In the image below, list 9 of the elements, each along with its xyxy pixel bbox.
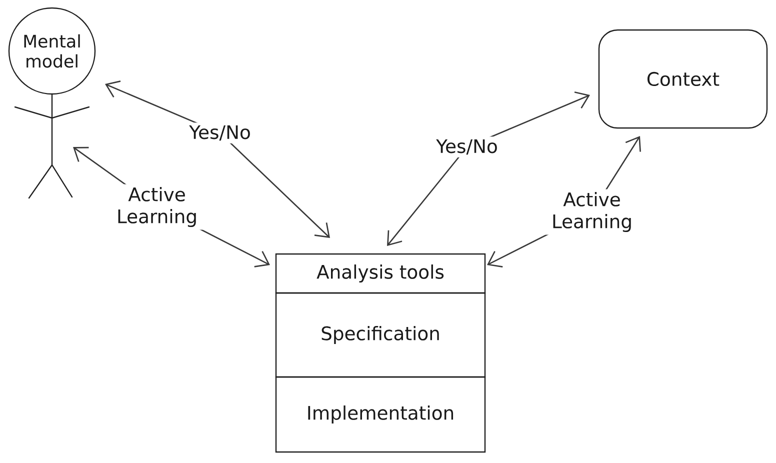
box-section: Implementation <box>275 376 486 453</box>
edge-label: Active Learning <box>541 189 643 235</box>
box-section: Specification <box>275 292 486 378</box>
edge-label: Yes/No <box>433 136 501 158</box>
box-section: Analysis tools <box>275 253 486 294</box>
edge-label: Yes/No <box>186 122 254 144</box>
rounded-box: Context <box>598 29 768 129</box>
edge-label: Active Learning <box>106 184 208 230</box>
stick-figure: Mental model <box>8 7 96 199</box>
